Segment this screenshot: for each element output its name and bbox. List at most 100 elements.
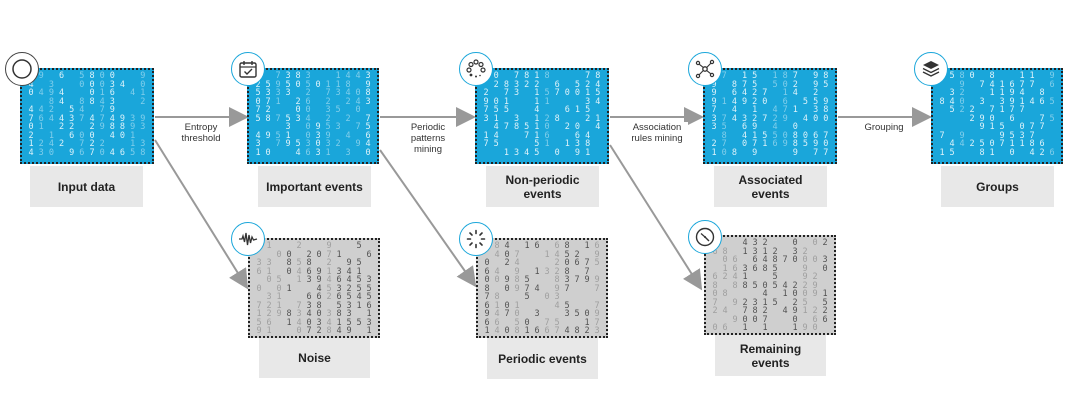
- digit-texture-column: 6 6 4 8 9 9: [732, 255, 738, 325]
- digit-texture-column: 4 0 4 0 7 9: [355, 71, 361, 149]
- digit-texture-column: 1 4 0 4 7 0 2 1 4: [28, 72, 34, 158]
- digit-texture-column: 9 0 1 2 9 3 3 8: [140, 71, 146, 158]
- digit-texture-column: 8 0 2 0 3 5 4: [295, 71, 301, 158]
- digit-texture-column: 4 0 2 9 0 0 7 0: [504, 241, 510, 336]
- network-icon: [688, 52, 722, 86]
- digit-texture-column: 1 2 1 1 4 1 1 1 5 5: [534, 71, 540, 158]
- digit-texture-column: 2 8 5 5 5 5: [772, 246, 778, 308]
- digit-texture-column: 4 9 8 0 6: [119, 79, 126, 158]
- digit-texture-column: 8 0 0 8 4 2 0 2 7: [89, 71, 95, 158]
- digit-texture-column: 8 6 4 4 4 8: [731, 79, 737, 158]
- digit-texture-column: 2 0 9 9 2 0 5 1 9: [802, 246, 808, 333]
- digit-texture-column: 8 2 5 7 4: [524, 71, 530, 158]
- digit-texture-column: 0 0 2 9 9 2 6 0: [812, 238, 818, 333]
- digit-texture-column: 5 3 4 5 4 5: [949, 71, 955, 158]
- digit-texture-column: 2 6 7 5 8: [574, 249, 580, 336]
- tile-associated-events: 7 9 9 9 7 3 3 2 1 7 1 7 5 8 7 0 8 6 4 4 …: [703, 68, 837, 164]
- digit-texture-column: 8 7 1 5 7 1: [503, 79, 509, 158]
- digit-texture-column: 4 1 3 1 8 2 7 0 1: [742, 238, 748, 333]
- edge-label-grouping: Grouping: [858, 122, 910, 133]
- spinner-icon: [459, 222, 493, 256]
- label-important-events: Important events: [258, 166, 371, 207]
- digit-texture-column: 6 1 4 3 6: [534, 241, 540, 336]
- digit-texture-column: 7 1 7 5 8 7 0: [721, 71, 727, 158]
- digit-texture-column: 8 5 1 2 0 6 1: [544, 71, 550, 149]
- digit-texture-column: 8 9 2 0 2 9 4: [959, 71, 965, 149]
- digit-texture-column: 1 7 4 7 7 8 4: [1029, 71, 1035, 158]
- label-input-data: Input data: [30, 166, 143, 207]
- digit-texture-column: 1 1 3 5 3 2: [335, 71, 341, 149]
- digit-texture-column: 3 5 2 6 0 4 0 0 3 6: [305, 71, 311, 158]
- tile-remaining-events: 6 6 6 8 0 7 2 0 8 0 1 2 8 4 6 6 6 4 8 9 …: [704, 235, 836, 335]
- digit-texture-column: 8 4 1 7 0 1 0 1: [989, 71, 995, 158]
- digit-texture-column: 5 3 7 2 8 9 0: [265, 79, 271, 158]
- digit-texture-column: 1 3 0 7 6: [544, 249, 550, 336]
- digit-texture-column: 7 2 1 3 5 2 4 8 1: [585, 71, 591, 158]
- edge-label-periodic-mining: Periodic patterns mining: [402, 122, 454, 155]
- digit-texture-column: 3 8 7 1: [939, 72, 945, 158]
- digit-texture-column: 6 9 5 9 7 7 9 7 3: [594, 241, 600, 336]
- tile-nonperiodic-events: 0 2 9 7 3 1 7 0 2 0 5 1 4 4 5 8 7 1 5 7 …: [475, 68, 609, 164]
- digit-texture-column: 3 9 8 2 4 1 4 0: [48, 79, 54, 158]
- digit-texture-column: 7 9 3 1 7 5 7: [275, 71, 281, 149]
- label-noise: Noise: [259, 338, 370, 378]
- digit-texture-column: 7 0 7 5 1: [762, 88, 768, 149]
- digit-texture-column: 1 3 1 0 3 2 2 6 1: [266, 241, 272, 336]
- waveform-icon: [231, 222, 265, 256]
- digit-texture-column: 6 6 6 8 0 7 2 0: [712, 239, 718, 333]
- digit-texture-column: 0 2 9 7 3 1 7: [483, 72, 489, 149]
- digit-texture-column: 1 5 4 2 4 5 6: [772, 71, 778, 149]
- digit-texture-column: 0 9 9 4 6 8 0 3 2: [316, 249, 322, 336]
- digit-texture-column: 9 4 4 6 1 2 3: [38, 71, 44, 158]
- digit-texture-column: 6 7 8 0: [554, 79, 560, 158]
- digit-texture-column: 5 5 1 5 5 4 1 5: [356, 241, 362, 328]
- digit-texture-column: 8 6 7 7 6 2: [1039, 88, 1045, 158]
- label-periodic-events: Periodic events: [487, 338, 598, 379]
- label-remaining-events: Remaining events: [715, 335, 826, 376]
- digit-texture-column: 0 5 0 1 1 9: [276, 249, 282, 319]
- digit-texture-column: 5 0 8 4 7 0 7 6: [79, 71, 85, 158]
- digit-texture-column: 2 5 4 1 7 3 4 0: [296, 241, 302, 336]
- digit-texture-column: 9 4 4 2 5 3 3 5 9: [346, 258, 352, 336]
- digit-texture-column: 0 3 6 3 9 4 8 4 4: [109, 71, 115, 158]
- digit-texture-column: 9 9 2 5 3 0 6 9 7: [813, 71, 819, 158]
- label-associated-events: Associated events: [714, 166, 827, 207]
- digit-texture-column: 2 1 4 8 0 4 1 2 7 1: [762, 238, 768, 333]
- digit-texture-column: 0 2 0 5 1 4 4 5: [493, 71, 499, 149]
- digit-texture-column: 0 6 2 1: [564, 88, 570, 149]
- label-groups: Groups: [941, 166, 1054, 207]
- digit-texture-column: 8 4 5 4 1 4: [595, 71, 601, 132]
- digit-texture-column: 0 6 0 8 7 6 9 6 1: [484, 258, 490, 336]
- digit-texture-column: 8 4 4 0 8 1 4 6 4: [494, 241, 500, 336]
- tile-important-events: 1 2 5 0 7 5 4 3 1 5 3 7 2 8 9 0 7 9 3 1 …: [247, 68, 379, 164]
- arrow-nonperiodic-to-remaining: [609, 144, 703, 291]
- digit-texture-column: 1 7 4 1 7 0 3 1: [1019, 71, 1025, 149]
- digit-texture-column: 5 0 1 0 6 3 9: [574, 79, 581, 158]
- digit-texture-column: 8 0 1 6 7 9 0 9: [782, 71, 788, 149]
- digit-texture-column: 8 5 0 8 3 7 5 3 4: [564, 241, 570, 336]
- digit-texture-column: 3 5 3 5 3 1 9: [285, 71, 291, 149]
- digit-texture-column: 8 5 9 8 0 7 0 7: [823, 71, 829, 158]
- digit-texture-column: 7 3 3 3 8 3: [513, 71, 520, 158]
- digit-texture-column: 9 6 5 5 6: [1049, 71, 1055, 158]
- layers-icon: [914, 52, 948, 86]
- dots-circle-icon: [459, 52, 493, 86]
- calendar-check-icon: [231, 52, 265, 86]
- edge-label-entropy: Entropy threshold: [174, 122, 228, 144]
- digit-texture-column: 1 1 3 1 5 9 7: [999, 79, 1005, 149]
- digit-texture-column: 7 9 9 9 7 3 3 2 1: [711, 72, 717, 158]
- digit-texture-column: 4 3 9 1 1 5: [130, 88, 136, 158]
- digit-texture-column: 7 4 9 8 9 1 0 5 8: [514, 249, 520, 336]
- digit-texture-column: 0 0 1 4 7 7 9 2 0: [99, 71, 105, 158]
- arrow-input-to-noise: [154, 139, 249, 290]
- digit-texture-column: 9 7 2 1 4 5 2 3 4 8: [326, 241, 332, 336]
- digit-texture-column: 5 3 2 6 9: [69, 105, 75, 158]
- circle-icon: [5, 52, 39, 86]
- digit-texture-column: 6 3 6 0 7 1 5 9: [256, 242, 262, 336]
- digit-texture-column: 4 8 4 2 2 4 3: [345, 71, 351, 158]
- digit-texture-column: 5 5 2 2 1 2 9 1 7 9: [752, 71, 758, 158]
- edge-label-association: Association rules mining: [626, 122, 688, 144]
- digit-texture-column: 1 5 7 5 0 1: [524, 241, 530, 336]
- digit-texture-column: 7 2 4 1 0 8 8 9: [792, 71, 798, 158]
